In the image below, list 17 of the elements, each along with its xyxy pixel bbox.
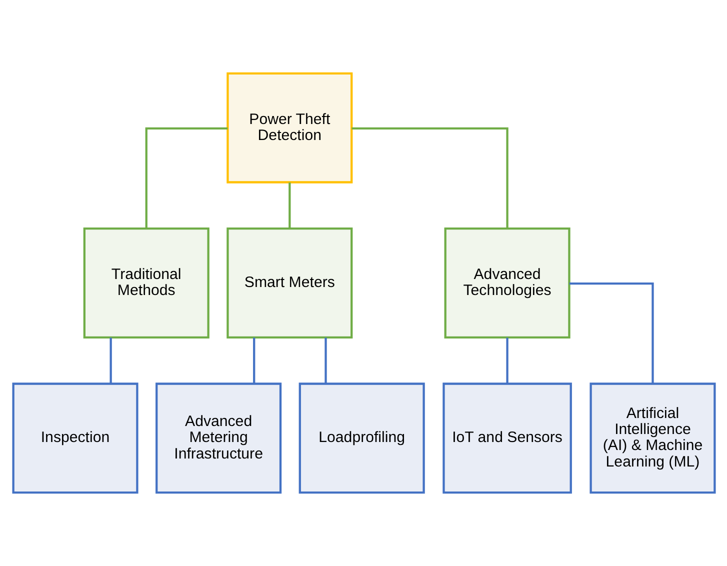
connector <box>568 282 654 384</box>
node-box: Advanced Technologies <box>444 228 570 338</box>
connector <box>144 127 228 228</box>
connector <box>252 338 255 384</box>
connector <box>351 127 508 228</box>
node-box: Advanced Metering Infrastructure <box>155 382 282 494</box>
node-box: Smart Meters <box>226 228 352 338</box>
node-box: Inspection <box>12 382 138 494</box>
connector <box>324 338 326 384</box>
connector <box>288 182 290 228</box>
node-box: Power Theft Detection <box>226 72 352 184</box>
node-box: IoT and Sensors <box>442 382 572 494</box>
node-box: Traditional Methods <box>82 228 209 338</box>
connector <box>506 338 508 384</box>
node-box: Loadprofiling <box>298 382 424 494</box>
node-box: Artificial Intelligence (AI) & Machine Learning (ML) <box>589 382 716 494</box>
connector <box>109 338 112 384</box>
